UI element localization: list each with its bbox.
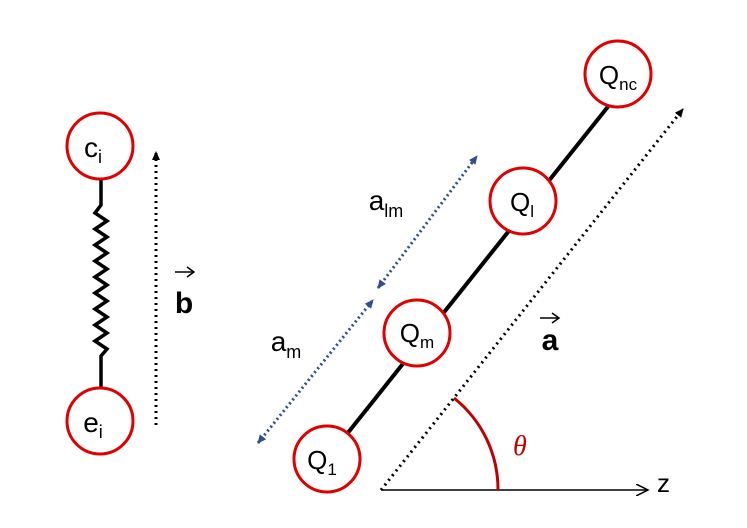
left-dumbbell: ci ei b: [65, 111, 196, 456]
svg-text:a: a: [542, 324, 559, 357]
angle-label: θ: [513, 431, 527, 462]
node-q-m: [382, 298, 452, 368]
vector-b-label: b: [175, 266, 196, 320]
node-e-i: [65, 386, 135, 456]
label-a-m: am: [271, 326, 302, 362]
node-c-i: [65, 111, 135, 181]
node-q-m-label: Qm: [400, 318, 434, 352]
node-q-l: [488, 166, 558, 236]
chain-backbone: [325, 72, 636, 461]
node-q-1-label: Q1: [307, 445, 337, 479]
distance-arrow-a-m: [256, 299, 375, 444]
node-q-nc: [583, 39, 653, 109]
angle-arc: [453, 396, 500, 491]
spring: [91, 178, 111, 388]
distance-arrow-a-lm: [376, 155, 479, 289]
node-q-l-label: Ql: [510, 187, 534, 221]
node-c-i-label: ci: [84, 132, 102, 167]
vector-a-arrow: [379, 108, 685, 491]
label-a-lm: alm: [369, 185, 404, 221]
vector-a-label: a: [540, 312, 561, 357]
node-e-i-label: ei: [83, 407, 103, 442]
node-q-1: [292, 424, 362, 494]
z-axis-label: z: [657, 468, 670, 498]
chain: am alm a z θ Q1 Qm Ql Qnc: [256, 39, 685, 498]
svg-text:b: b: [175, 287, 193, 320]
node-q-nc-label: Qnc: [599, 60, 638, 94]
